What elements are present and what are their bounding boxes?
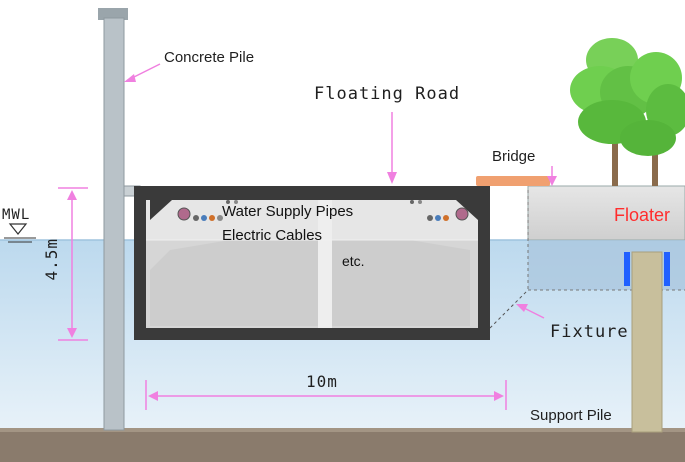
support-pile-label: Support Pile [530,407,612,424]
water-supply-pipes-label: Water Supply Pipes [222,203,354,220]
tree-icon [570,38,685,186]
depth-dimension [58,187,88,341]
bridge-label: Bridge [492,148,536,165]
pipes-right [410,200,469,221]
floater-label: Floater [614,205,671,225]
inverted-triangle-icon [8,223,28,235]
floating-road-box [134,186,490,340]
width-dimension-label: 10m [306,372,338,391]
concrete-pile [98,8,141,431]
depth-dimension-label: 4.5m [42,238,61,281]
mwl-label: MWL [2,207,31,223]
concrete-pile-label: Concrete Pile [164,49,255,66]
electric-cables-label: Electric Cables [222,227,323,244]
etc-label: etc. [342,253,365,269]
seabed [0,430,685,462]
fixture-link [489,289,529,329]
bridge-deck [476,176,550,186]
support-pile [624,251,670,433]
seabed-highlight [0,428,685,432]
fixture-label: Fixture [550,322,629,342]
pointer-arrows [124,63,557,319]
floating-road-label: Floating Road [314,84,461,104]
pipes-left [177,200,238,221]
mwl-marker [4,223,36,243]
width-dimension [145,380,507,410]
